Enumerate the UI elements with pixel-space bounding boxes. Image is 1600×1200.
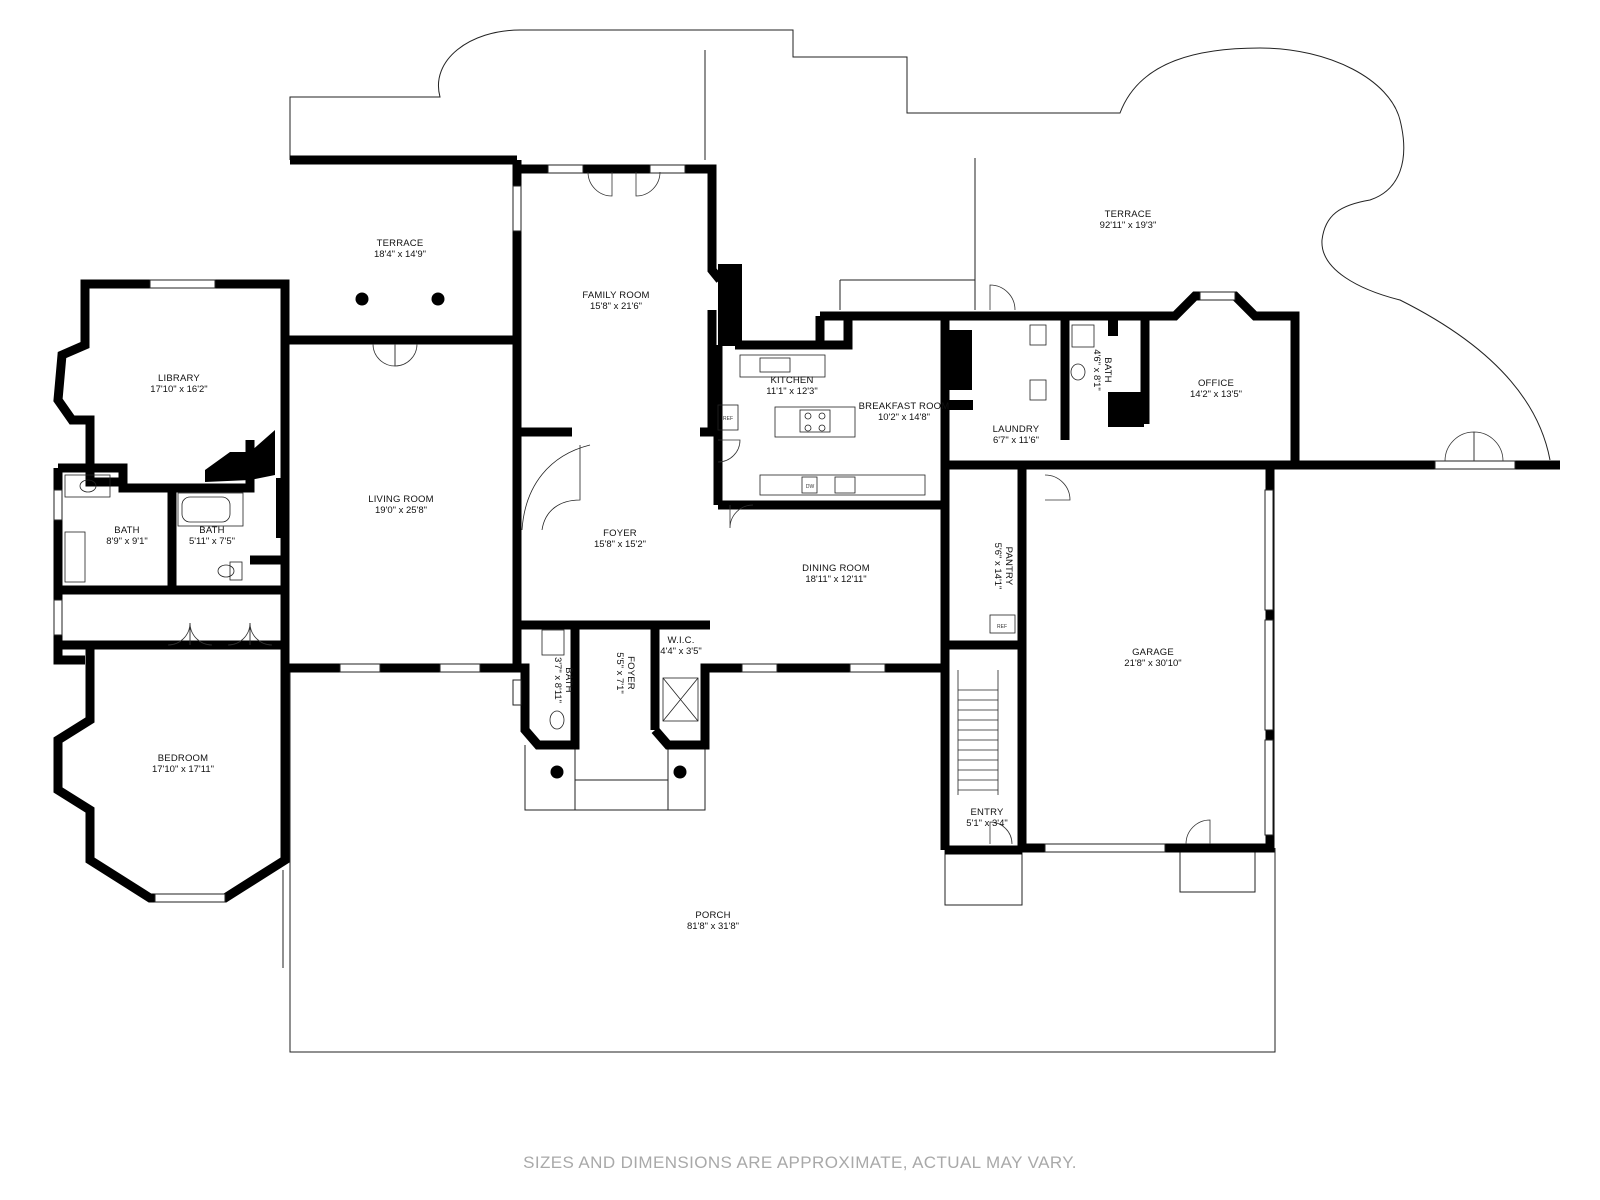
room-dim: 5'1" x 3'4" [966, 818, 1008, 829]
columns [355, 292, 687, 779]
room-name: BATH [1102, 357, 1113, 382]
room-dim: 4'6" x 8'1" [1091, 349, 1102, 391]
room-name: KITCHEN [770, 375, 813, 386]
room-dim: 5'5" x 7'1" [614, 652, 625, 694]
room-name: W.I.C. [667, 635, 694, 646]
room-name: BATH [114, 525, 139, 536]
room-name: OFFICE [1198, 378, 1234, 389]
room-dim: 19'0" x 25'8" [375, 505, 427, 516]
room-dim: 15'8" x 21'6" [590, 301, 642, 312]
room-name: BATH [563, 667, 574, 692]
room-dim: 4'4" x 3'5" [660, 646, 702, 657]
room-name: GARAGE [1132, 647, 1174, 658]
room-name: BEDROOM [158, 753, 209, 764]
stairs [521, 444, 999, 795]
room-dim: 8'9" x 9'1" [106, 536, 148, 547]
room-name: LAUNDRY [993, 424, 1040, 435]
room-name: TERRACE [377, 238, 424, 249]
structural-blocks [205, 264, 1144, 538]
room-name: ENTRY [970, 807, 1003, 818]
room-name: BREAKFAST ROOM [859, 401, 950, 412]
dishwasher-label: DW [806, 484, 815, 490]
room-name: DINING ROOM [802, 563, 870, 574]
room-name: FAMILY ROOM [582, 290, 649, 301]
room-dim: 15'8" x 15'2" [594, 539, 646, 550]
room-name: TERRACE [1105, 209, 1152, 220]
room-dim: 81'8" x 31'8" [687, 921, 739, 932]
room-dim: 18'4" x 14'9" [374, 249, 426, 260]
room-dim: 18'11" x 12'11" [805, 574, 866, 585]
room-dim: 10'2" x 14'8" [878, 412, 930, 423]
thin-outlines [282, 29, 1551, 1053]
room-name: FOYER [603, 528, 637, 539]
room-name: FOYER [625, 656, 636, 690]
room-name: BATH [199, 525, 224, 536]
disclaimer-text: SIZES AND DIMENSIONS ARE APPROXIMATE, AC… [523, 1153, 1077, 1172]
fixture-labels: REF REF DW [723, 416, 1007, 630]
fridge-label: REF [723, 416, 733, 422]
room-dim: 6'7" x 11'6" [993, 435, 1039, 446]
door-swings [167, 171, 1504, 845]
room-dim: 17'10" x 16'2" [150, 384, 207, 395]
room-dim: 5'6" x 14'1" [992, 543, 1003, 590]
room-dim: 11'1" x 12'3" [766, 386, 817, 397]
room-dim: 14'2" x 13'5" [1190, 389, 1242, 400]
room-name: LIVING ROOM [368, 494, 434, 505]
room-name: LIBRARY [158, 373, 200, 384]
room-name: PANTRY [1003, 547, 1014, 586]
room-dim: 17'10" x 17'11" [152, 764, 214, 775]
room-dim: 92'11" x 19'3" [1100, 220, 1157, 231]
kitchen-fixtures [717, 354, 926, 496]
room-dim: 3'7" x 8'11" [552, 657, 563, 703]
room-name: PORCH [695, 910, 730, 921]
room-labels: TERRACE 18'4" x 14'9" FAMILY ROOM 15'8" … [106, 209, 1242, 932]
windows [53, 164, 1516, 903]
fridge-label: REF [997, 624, 1007, 630]
bath-fixtures [64, 324, 1095, 730]
room-dim: 5'11" x 7'5" [189, 536, 235, 547]
room-dim: 21'8" x 30'10" [1124, 658, 1181, 669]
